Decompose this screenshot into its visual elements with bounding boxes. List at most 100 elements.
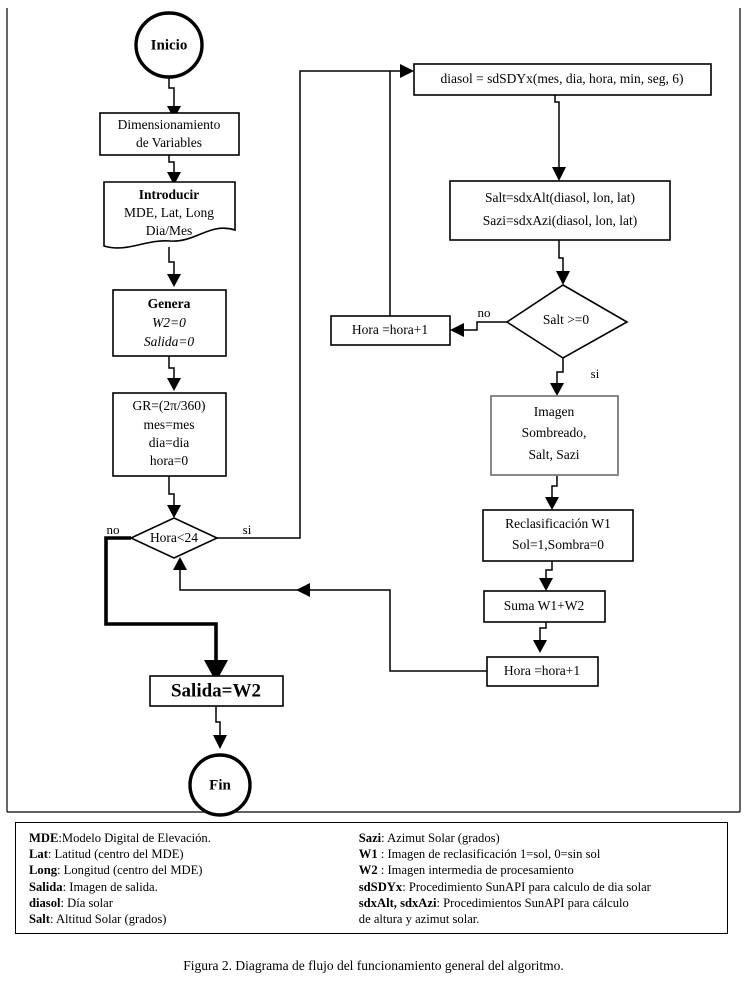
node-suma[interactable]: Suma W1+W2 xyxy=(483,590,606,623)
legend-term: diasol xyxy=(29,895,61,910)
legend-term: sdxAlt, sdxAzi xyxy=(358,895,437,910)
branch-label-salt-si: si xyxy=(591,366,600,381)
connector-genera-to-gr xyxy=(167,355,181,391)
legend-desc: Imagen intermedia de procesamiento xyxy=(387,863,574,878)
legend-desc: Modelo Digital de Elevación. xyxy=(61,831,211,845)
node-introducir-line2: MDE, Lat, Long xyxy=(124,205,214,220)
node-end[interactable]: Fin xyxy=(188,753,252,817)
branch-label-hora-si: si xyxy=(243,522,252,537)
legend-sep: : xyxy=(62,879,70,894)
legend-item: sdxAlt, sdxAzi: Procedimientos SunAPI pa… xyxy=(359,895,727,911)
node-reclasificacion-line1: Reclasificación W1 xyxy=(505,516,611,531)
legend-item: diasol: Día solar xyxy=(29,895,349,911)
node-gr-line2: mes=mes xyxy=(143,417,194,432)
node-end-label: Fin xyxy=(209,777,231,793)
node-hora-inc-bottom[interactable]: Hora =hora+1 xyxy=(486,656,599,687)
node-salt-sazi-line2: Sazi=sdxAzi(diasol, lon, lat) xyxy=(483,213,638,228)
legend-sep: : xyxy=(377,863,388,878)
legend-term: Salida xyxy=(29,879,63,894)
node-introducir[interactable]: Introducir MDE, Lat, Long Dia/Mes xyxy=(103,181,236,249)
legend-desc: Azimut Solar (grados) xyxy=(387,831,500,845)
legend-term: W2 xyxy=(358,863,378,878)
node-gr[interactable]: GR=(2π/360) mes=mes dia=dia hora=0 xyxy=(112,392,227,477)
page-frame xyxy=(6,8,741,813)
legend-term: sdSDYx xyxy=(358,879,403,894)
legend-sep: : xyxy=(436,895,444,910)
node-hora-inc-top[interactable]: Hora =hora+1 xyxy=(330,315,451,346)
legend-desc: Imagen de reclasificación 1=sol, 0=sin s… xyxy=(387,847,601,862)
legend-desc: Día solar xyxy=(67,895,113,910)
legend-desc: de altura y azimut solar. xyxy=(358,912,480,927)
legend-sep: : xyxy=(381,831,388,845)
connector-imagen-to-reclasificacion xyxy=(545,475,559,510)
node-salida-label: Salida=W2 xyxy=(171,680,261,701)
connector-diasol-to-salt-sazi xyxy=(552,95,566,181)
legend-item: sdSDYx: Procedimiento SunAPI para calcul… xyxy=(359,879,727,895)
node-salt-sazi[interactable]: Salt=sdxAlt(diasol, lon, lat) Sazi=sdxAz… xyxy=(449,180,671,241)
node-salt-sazi-line1: Salt=sdxAlt(diasol, lon, lat) xyxy=(485,190,635,205)
node-genera-line1: Genera xyxy=(148,296,191,311)
node-gr-line4: hora=0 xyxy=(150,453,189,468)
legend-item: Long: Longitud (centro del MDE) xyxy=(29,862,349,878)
connector-salt-sazi-to-decision xyxy=(556,240,570,285)
legend-item: Salida: Imagen de salida. xyxy=(29,879,349,895)
node-start[interactable]: Inicio xyxy=(134,11,204,79)
legend-desc: Longitud (centro del MDE) xyxy=(63,863,203,878)
node-suma-label: Suma W1+W2 xyxy=(504,598,584,613)
node-reclasificacion[interactable]: Reclasificación W1 Sol=1,Sombra=0 xyxy=(482,509,634,562)
legend-item: W2 : Imagen intermedia de procesamiento xyxy=(359,862,727,878)
legend-term: MDE xyxy=(29,831,59,845)
node-start-label: Inicio xyxy=(151,37,188,53)
legend-sep: : xyxy=(50,912,56,927)
node-hora-inc-top-label: Hora =hora+1 xyxy=(352,322,428,337)
node-salt-ge-0[interactable]: Salt >=0 xyxy=(505,284,629,359)
legend-term: Salt xyxy=(29,912,50,927)
figure-caption: Figura 2. Diagrama de flujo del funciona… xyxy=(183,958,564,973)
legend-sep: : xyxy=(60,895,68,910)
branch-label-salt-no: no xyxy=(478,305,491,320)
connector-reclasificacion-to-suma xyxy=(539,561,553,591)
legend-desc: Procedimiento SunAPI para calculo de dia… xyxy=(408,879,651,894)
node-hora-lt-24[interactable]: Hora<24 xyxy=(129,517,219,559)
legend-sep: : xyxy=(377,847,388,862)
connector-hora-inc-bottom-loopback xyxy=(173,557,487,672)
node-hora-lt-24-label: Hora<24 xyxy=(150,530,198,545)
legend-term: Lat xyxy=(29,847,48,862)
node-salida[interactable]: Salida=W2 xyxy=(149,675,284,707)
node-dimension-line1: Dimensionamiento xyxy=(118,117,221,132)
node-genera-line2: W2=0 xyxy=(152,315,186,330)
node-salt-ge-0-label: Salt >=0 xyxy=(543,312,590,327)
legend-term: Sazi xyxy=(358,831,382,845)
connector-salida-to-end xyxy=(213,706,227,749)
connector-introducir-to-genera xyxy=(167,247,181,287)
connector-hora-no-to-salida xyxy=(104,536,228,682)
connector-salt-si-to-imagen xyxy=(550,358,564,396)
legend-desc: Imagen de salida. xyxy=(69,879,158,894)
legend-sep: : xyxy=(402,879,409,894)
node-genera[interactable]: Genera W2=0 Salida=0 xyxy=(112,289,227,357)
node-imagen-line1: Imagen xyxy=(534,404,575,419)
node-dimension-line2: de Variables xyxy=(136,135,202,150)
node-gr-line1: GR=(2π/360) xyxy=(133,398,206,413)
connector-hora-si-to-diasol xyxy=(217,64,414,539)
legend-term: Long xyxy=(29,863,57,878)
legend-item: Salt: Altitud Solar (grados) xyxy=(29,911,349,927)
connector-gr-to-hora-decision xyxy=(167,476,181,518)
node-gr-line3: dia=dia xyxy=(149,435,190,450)
legend-box: MDE:Modelo Digital de Elevación. Lat: La… xyxy=(15,822,728,934)
node-dimension[interactable]: Dimensionamiento de Variables xyxy=(99,112,240,156)
node-imagen[interactable]: Imagen Sombreado, Salt, Sazi xyxy=(490,395,619,476)
legend-desc: Procedimientos SunAPI para cálculo xyxy=(443,895,629,910)
legend-item: W1 : Imagen de reclasificación 1=sol, 0=… xyxy=(359,846,727,862)
node-hora-inc-bottom-label: Hora =hora+1 xyxy=(504,663,580,678)
connector-dimension-to-introducir xyxy=(167,155,181,185)
legend-item: Sazi: Azimut Solar (grados) xyxy=(359,830,727,846)
legend-item: de altura y azimut solar. xyxy=(359,911,727,927)
legend-item: MDE:Modelo Digital de Elevación. xyxy=(29,830,349,846)
legend-sep: : xyxy=(57,863,64,878)
legend-item: Lat: Latitud (centro del MDE) xyxy=(29,846,349,862)
node-diasol[interactable]: diasol = sdSDYx(mes, dia, hora, min, seg… xyxy=(413,63,712,96)
legend-sep: : xyxy=(58,831,62,845)
